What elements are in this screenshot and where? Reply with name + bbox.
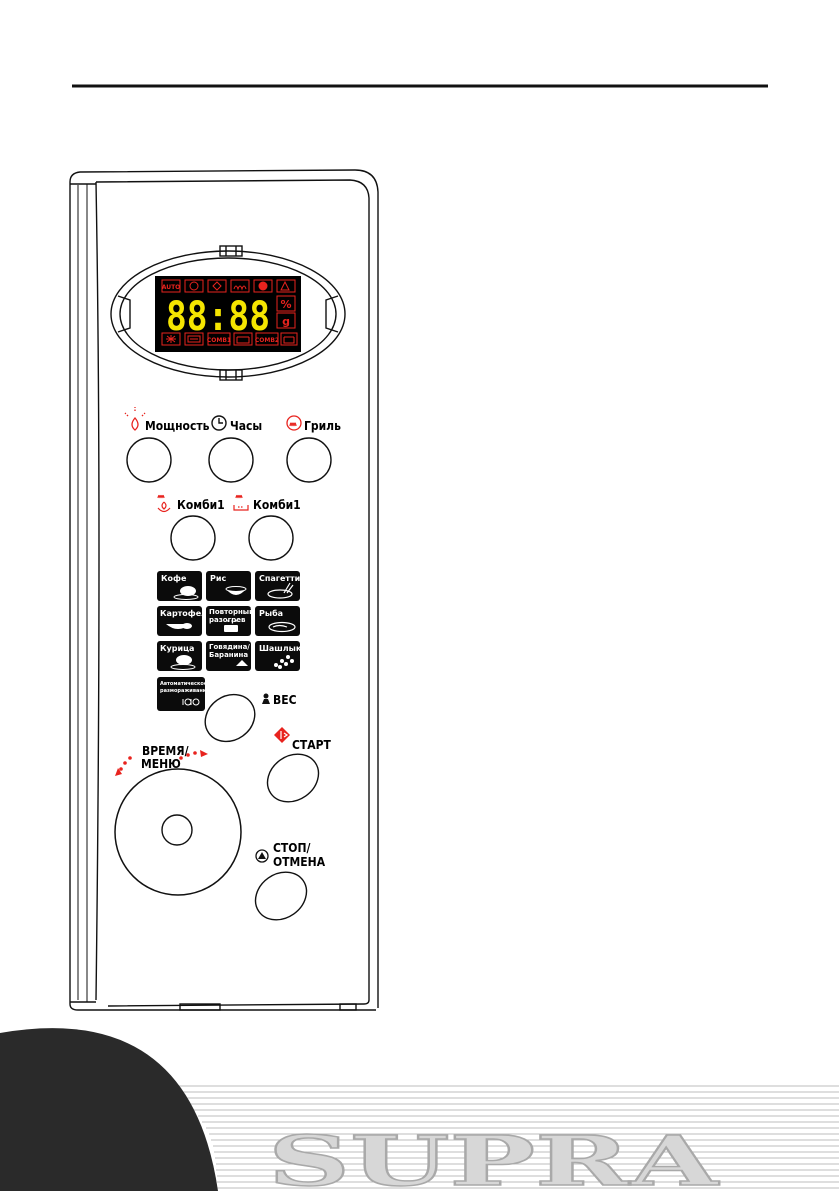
weight-label: ВЕС <box>273 693 297 707</box>
clock-button[interactable] <box>208 437 254 483</box>
power-button[interactable] <box>126 437 172 483</box>
start-button[interactable] <box>258 744 327 811</box>
combi2-label: Комби1 <box>253 498 301 512</box>
stop-label-2: ОТМЕНА <box>273 855 326 869</box>
lcd-auto-icon: AUTO <box>162 284 181 291</box>
time-menu-dial-knob[interactable] <box>161 814 193 846</box>
program-defrost-label-1: Автоматическое <box>160 681 208 687</box>
program-kebab-label: Шашлык <box>259 644 302 653</box>
spaghetti-icon <box>267 582 294 599</box>
weight-button[interactable] <box>196 685 264 751</box>
time-menu-label-2: МЕНЮ <box>141 757 181 771</box>
display-frame <box>110 245 346 381</box>
grill-label: Гриль <box>304 419 341 433</box>
lcd-icons-top <box>161 279 296 293</box>
reheat-pot-icon <box>224 620 238 632</box>
lcd-digits: 88:88 <box>166 294 270 340</box>
program-reheat-label-1: Повторный <box>209 608 254 616</box>
corner-quarter-disc <box>0 1028 218 1191</box>
dial-arrow-left-icon <box>115 756 132 776</box>
stop-button[interactable] <box>246 862 315 929</box>
lcd-grams: g <box>282 315 290 328</box>
control-panel <box>69 169 379 1011</box>
combi1-icon <box>157 494 171 513</box>
combi1-label: Комби1 <box>177 498 225 512</box>
program-grid: Кофе Рис Спагетти Картофель Повторный ра… <box>157 571 302 711</box>
defrost-icon <box>182 698 200 706</box>
power-icon <box>124 407 146 431</box>
program-beef-label-2: Баранина <box>209 651 248 659</box>
combi2-icon <box>233 494 249 511</box>
program-potato-label: Картофель <box>160 609 212 618</box>
rice-bowl-icon <box>225 586 247 595</box>
lcd-icons-bottom <box>161 332 298 346</box>
start-icon <box>274 727 290 743</box>
power-label: Мощность <box>145 419 210 433</box>
program-rice-label: Рис <box>210 574 226 583</box>
program-defrost-label-2: размораживание <box>160 688 210 694</box>
combi2-button[interactable] <box>248 515 294 561</box>
program-beef-label-1: Говядина/ <box>209 643 250 651</box>
program-chicken-label: Курица <box>160 644 194 653</box>
brand-stripes <box>140 1085 839 1189</box>
program-spaghetti-button[interactable] <box>255 571 300 601</box>
program-spaghetti-label: Спагетти <box>259 574 300 583</box>
lcd-percent-box <box>276 295 296 312</box>
stop-label-1: СТОП/ <box>273 841 310 855</box>
grill-button[interactable] <box>286 437 332 483</box>
dial-arrow-right-icon <box>179 750 208 760</box>
lcd-grams-box <box>276 312 296 329</box>
grill-icon <box>286 415 302 431</box>
lcd-combi1-icon: COMB1 <box>207 337 231 344</box>
program-fish-button[interactable] <box>255 606 300 636</box>
coffee-cup-icon <box>173 586 199 600</box>
potato-icon <box>166 623 192 629</box>
stop-icon <box>255 849 269 863</box>
lcd-percent: % <box>280 298 291 311</box>
chicken-icon <box>170 655 196 670</box>
clock-label: Часы <box>230 419 262 433</box>
time-menu-label-1: ВРЕМЯ/ <box>142 744 189 758</box>
combi1-button[interactable] <box>170 515 216 561</box>
program-potato-button[interactable] <box>157 606 202 636</box>
program-kebab-button[interactable] <box>255 641 300 671</box>
beef-icon <box>236 660 248 666</box>
program-fish-label: Рыба <box>259 608 283 618</box>
program-coffee-label: Кофе <box>161 574 187 583</box>
kebab-icon <box>274 655 294 669</box>
lcd-combi2-icon: COMB2 <box>255 337 279 344</box>
clock-icon <box>211 415 227 431</box>
brand-logo: SUPRA <box>268 1122 720 1191</box>
start-label: СТАРТ <box>292 738 332 752</box>
fish-icon <box>268 621 296 633</box>
weight-icon <box>262 693 270 704</box>
